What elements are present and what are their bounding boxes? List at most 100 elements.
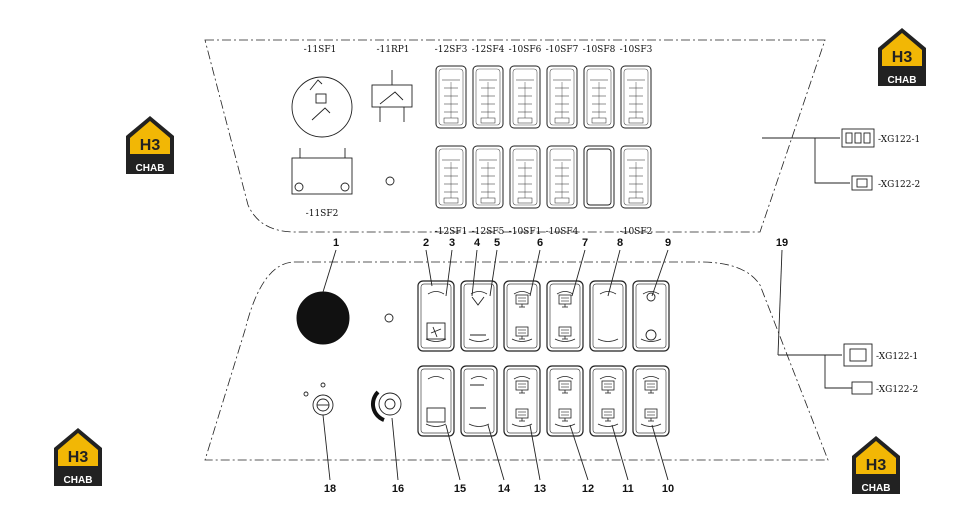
switch-bottom-2 bbox=[460, 365, 498, 437]
label-11SF2: -11SF2 bbox=[306, 209, 339, 219]
breaker-11SF2 bbox=[291, 157, 353, 195]
leader-8 bbox=[607, 249, 621, 297]
relay-row2-4 bbox=[546, 145, 578, 209]
top-wire-2 bbox=[814, 138, 850, 184]
leader-5 bbox=[489, 249, 498, 297]
leader-18 bbox=[322, 414, 331, 481]
label-top-row1-4: -10SF7 bbox=[546, 45, 579, 55]
callout-2: 2 bbox=[423, 237, 429, 249]
relay-row2-empty bbox=[583, 145, 615, 209]
relay-row1-4 bbox=[546, 65, 578, 129]
label-bottom-connector-1: -XG122-1 bbox=[876, 352, 918, 362]
callout-10: 10 bbox=[662, 483, 674, 495]
switch-top-2 bbox=[460, 280, 498, 352]
bottom-wire-2 bbox=[824, 355, 852, 389]
relay-row1-5 bbox=[583, 65, 615, 129]
key-pos-0 bbox=[303, 391, 309, 397]
relay-row2-6 bbox=[620, 145, 652, 209]
bottom-connector-1 bbox=[843, 343, 873, 367]
leader-15 bbox=[445, 424, 461, 481]
callout-4: 4 bbox=[474, 237, 481, 249]
callout-7: 7 bbox=[582, 237, 588, 249]
rotary-11SF1 bbox=[291, 76, 353, 138]
label-top-connector-2: -XG122-2 bbox=[878, 180, 920, 190]
label-top-row2-6: -10SF2 bbox=[620, 227, 653, 237]
bottom-connector-1-pins bbox=[849, 348, 867, 362]
logo-2-text: H3 bbox=[140, 137, 161, 154]
logo-3-subtext: CHAB bbox=[64, 475, 93, 486]
callout-13: 13 bbox=[534, 483, 546, 495]
callout-6: 6 bbox=[537, 237, 543, 249]
label-top-row2-2: -12SF5 bbox=[472, 227, 505, 237]
callout-15: 15 bbox=[454, 483, 466, 495]
callout-1: 1 bbox=[333, 237, 339, 249]
relay-row2-empty-inner bbox=[586, 148, 612, 206]
logo-1-subtext: CHAB bbox=[888, 75, 917, 86]
leader-14 bbox=[487, 424, 505, 481]
top-mount-hole bbox=[385, 176, 395, 186]
relay-row1-3 bbox=[509, 65, 541, 129]
label-11SF1: -11SF1 bbox=[304, 45, 337, 55]
callout-11: 11 bbox=[622, 483, 634, 495]
leader-4 bbox=[471, 249, 478, 297]
top-connector-1-pin bbox=[845, 132, 853, 144]
relay-row2-2 bbox=[472, 145, 504, 209]
breaker-screw-left bbox=[294, 182, 304, 192]
label-top-row1-2: -12SF4 bbox=[472, 45, 505, 55]
relay-arm bbox=[379, 91, 404, 105]
top-panel-outline bbox=[204, 39, 826, 233]
leader-6 bbox=[529, 249, 541, 297]
label-top-row1-3: -10SF6 bbox=[509, 45, 542, 55]
switch-top-5 bbox=[589, 280, 627, 352]
label-top-row2-4: -10SF4 bbox=[546, 227, 579, 237]
label-top-row2-1: -12SF1 bbox=[435, 227, 468, 237]
switch-bottom-6 bbox=[632, 365, 670, 437]
callout-8: 8 bbox=[617, 237, 623, 249]
callout-19: 19 bbox=[776, 237, 788, 249]
switch-bottom-1 bbox=[417, 365, 455, 437]
switch-top-1 bbox=[417, 280, 455, 352]
label-bottom-connector-2: -XG122-2 bbox=[876, 385, 918, 395]
callout-18: 18 bbox=[324, 483, 336, 495]
rotary-contacts bbox=[309, 79, 331, 121]
leader-3 bbox=[445, 249, 453, 297]
switch-15-symbol bbox=[426, 407, 446, 423]
bottom-connector-2 bbox=[851, 381, 873, 395]
switch-top-6 bbox=[632, 280, 670, 352]
relay-row1-6 bbox=[620, 65, 652, 129]
relay-row2-1 bbox=[435, 145, 467, 209]
logo-3-text: H3 bbox=[68, 449, 89, 466]
top-connector-1 bbox=[841, 128, 875, 148]
logo-4-subtext: CHAB bbox=[862, 483, 891, 494]
switch-9-bottom-glyph bbox=[645, 329, 657, 341]
key-pos-1 bbox=[320, 382, 326, 388]
leader-16 bbox=[391, 417, 399, 481]
breaker-screw-right bbox=[340, 182, 350, 192]
bottom-mount-hole bbox=[384, 313, 394, 323]
label-top-row1-5: -10SF8 bbox=[583, 45, 616, 55]
top-connector-1-pin bbox=[854, 132, 862, 144]
label-top-row2-3: -10SF1 bbox=[509, 227, 542, 237]
relay-row1-2 bbox=[472, 65, 504, 129]
switch-2-symbol bbox=[426, 322, 446, 340]
top-connector-2 bbox=[851, 175, 873, 191]
callout-5: 5 bbox=[494, 237, 500, 249]
switch-bottom-4 bbox=[546, 365, 584, 437]
logo-4-text: H3 bbox=[866, 457, 887, 474]
callout-3: 3 bbox=[449, 237, 455, 249]
top-connector-2-pin bbox=[856, 178, 868, 188]
knob-16 bbox=[378, 392, 402, 416]
switch-bottom-5 bbox=[589, 365, 627, 437]
callout-9: 9 bbox=[665, 237, 671, 249]
leader-1 bbox=[322, 249, 337, 293]
label-top-connector-1: -XG122-1 bbox=[878, 135, 920, 145]
top-connector-1-pin bbox=[863, 132, 871, 144]
relay-row1-1 bbox=[435, 65, 467, 129]
switch-14-glyph bbox=[470, 384, 486, 409]
relay-row2-3 bbox=[509, 145, 541, 209]
cutout-1 bbox=[296, 291, 350, 345]
switch-9-top-glyph bbox=[646, 292, 656, 302]
leader-13 bbox=[529, 424, 541, 481]
logo-1-text: H3 bbox=[892, 49, 913, 66]
